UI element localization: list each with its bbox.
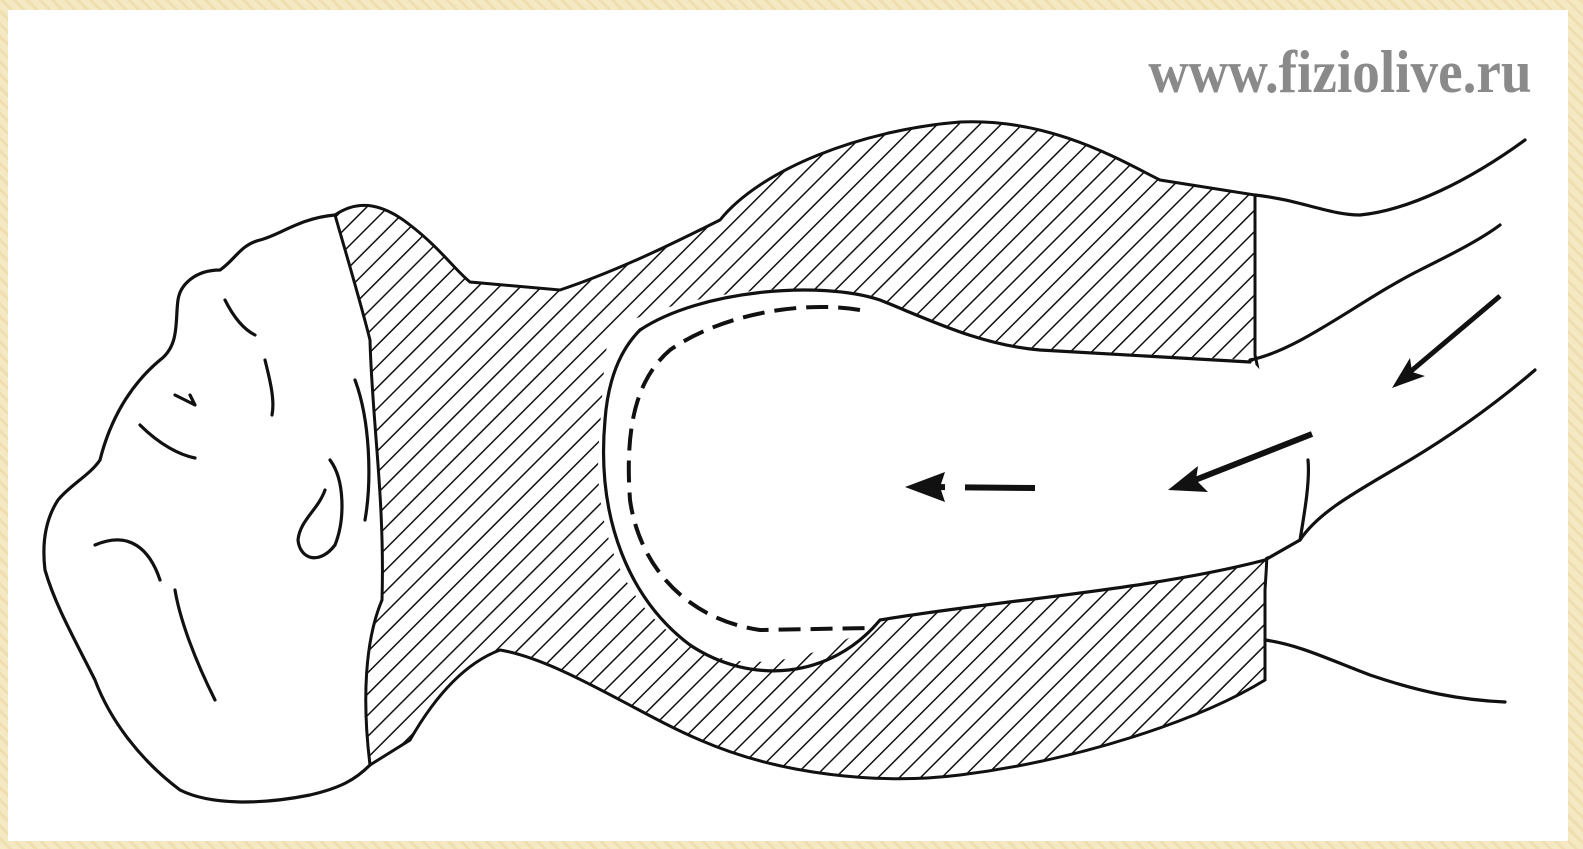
arrow-upper-diagonal-icon xyxy=(1392,296,1500,388)
face-nose xyxy=(175,395,195,405)
hatched-torso-region xyxy=(335,122,1268,779)
cheek-line xyxy=(265,360,273,415)
watermark-text: www.fiziolive.ru xyxy=(1149,38,1532,107)
illustration-panel: www.fiziolive.ru xyxy=(8,10,1568,841)
body-diagram xyxy=(8,10,1568,841)
face-eye xyxy=(225,300,255,335)
face-mouth xyxy=(140,425,195,458)
lower-leg-bottom xyxy=(1265,640,1505,702)
head-outline xyxy=(44,215,370,802)
ear xyxy=(298,460,342,558)
face-jaw xyxy=(175,590,215,700)
knee-line xyxy=(1300,460,1308,540)
upper-leg-outline xyxy=(1255,140,1525,215)
upper-leg-inner xyxy=(1250,225,1500,360)
face-chin xyxy=(95,540,160,580)
lower-leg-outline xyxy=(1300,370,1535,540)
neck-line xyxy=(355,380,369,520)
